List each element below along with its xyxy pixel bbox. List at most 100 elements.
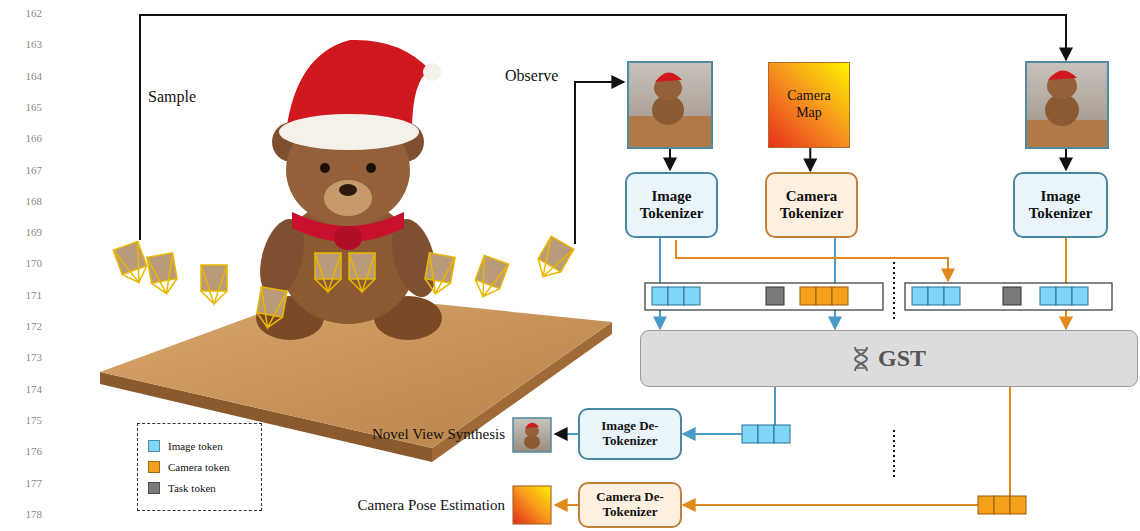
camera-map: Camera Map <box>768 62 850 148</box>
bear-eye <box>366 163 376 173</box>
camera-token <box>816 287 832 305</box>
image-hat <box>655 72 682 82</box>
line-number: 174 <box>12 383 42 395</box>
node-text: Image Tokenizer <box>1023 188 1098 223</box>
node-text: Image De-Tokenizer <box>588 419 672 449</box>
legend-entry: Task token <box>148 482 251 494</box>
camera-frustum <box>255 287 287 330</box>
line-number: 176 <box>12 445 42 457</box>
legend-text: Image token <box>168 440 223 452</box>
token-sequence <box>645 283 883 310</box>
node-text: GST <box>878 345 926 372</box>
image-bear <box>524 435 540 449</box>
bear-muzzle <box>324 180 372 216</box>
tokenizer-box: Image Tokenizer <box>1013 172 1108 238</box>
flow-connector <box>683 387 1010 505</box>
camera-token <box>1010 496 1026 514</box>
output-arrow <box>555 433 578 435</box>
hat-band <box>279 114 419 150</box>
observed-image <box>628 62 712 148</box>
image-token <box>758 425 774 443</box>
camera-token <box>800 287 816 305</box>
image-token <box>928 287 944 305</box>
tokenizer-box: Camera Tokenizer <box>765 172 858 238</box>
image-token <box>742 425 758 443</box>
image-token <box>1056 287 1072 305</box>
line-number: 170 <box>12 257 42 269</box>
line-number: 178 <box>12 508 42 520</box>
image-token <box>668 287 684 305</box>
legend-swatch <box>148 482 160 494</box>
model-block: GST <box>640 330 1138 387</box>
detokenizer-box: Image De-Tokenizer <box>578 408 682 460</box>
tokenizer-box: Image Tokenizer <box>625 172 718 238</box>
node-text: Camera Tokenizer <box>775 188 848 223</box>
image-hat <box>1048 70 1077 80</box>
line-number: 167 <box>12 164 42 176</box>
line-number: 168 <box>12 195 42 207</box>
image-token <box>1040 287 1056 305</box>
dna-strand <box>855 347 867 371</box>
synthesized-image <box>513 418 551 452</box>
hat-pompom <box>423 63 441 81</box>
image-token <box>912 287 928 305</box>
dna-icon <box>852 346 870 372</box>
line-number: 171 <box>12 289 42 301</box>
line-number: 165 <box>12 101 42 113</box>
line-number: 175 <box>12 414 42 426</box>
legend-swatch <box>148 461 160 473</box>
bear-nose <box>339 184 357 196</box>
image-token <box>774 425 790 443</box>
line-number: 163 <box>12 38 42 50</box>
camera-frustum <box>147 253 179 296</box>
camera-frustum <box>471 255 509 301</box>
line-number: 169 <box>12 226 42 238</box>
legend-text: Camera token <box>168 461 229 473</box>
task-label: Camera Pose Estimation <box>358 497 505 514</box>
detokenizer-box: Camera De-Tokenizer <box>578 482 682 528</box>
step-label: Sample <box>148 88 196 106</box>
target-image <box>1026 62 1108 148</box>
line-number: 172 <box>12 320 42 332</box>
line-number: 177 <box>12 477 42 489</box>
node-text: Camera Map <box>783 88 835 122</box>
image-hat <box>525 423 539 428</box>
line-number: 162 <box>12 7 42 19</box>
image-token <box>944 287 960 305</box>
camera-frustum <box>532 236 574 283</box>
flow-connector <box>809 148 811 171</box>
legend-entry: Camera token <box>148 461 251 473</box>
token-sequence <box>905 283 1112 310</box>
image-token <box>1072 287 1088 305</box>
camera-frustum <box>315 253 341 292</box>
task-token <box>1003 287 1021 305</box>
observe-arrow <box>575 82 624 244</box>
legend-entry: Image token <box>148 440 251 452</box>
camera-frustum <box>423 253 455 296</box>
camera-frustum <box>349 253 375 292</box>
node-text: Camera De-Tokenizer <box>588 490 672 520</box>
line-number: 166 <box>12 132 42 144</box>
separator <box>893 262 895 322</box>
task-label: Novel View Synthesis <box>372 426 505 443</box>
flow-arrow <box>669 149 671 170</box>
legend-text: Task token <box>168 482 216 494</box>
task-token <box>766 287 784 305</box>
legend-box: Image tokenCamera tokenTask token <box>137 423 262 511</box>
legend-swatch <box>148 440 160 452</box>
flow-arrow <box>676 240 948 281</box>
camera-token <box>832 287 848 305</box>
bear-eye <box>320 163 330 173</box>
dna-strand <box>855 347 867 371</box>
image-token <box>684 287 700 305</box>
scarf-knot <box>334 226 362 250</box>
camera-token <box>994 496 1010 514</box>
line-number: 164 <box>12 70 42 82</box>
output-arrow <box>555 504 578 506</box>
image-token <box>652 287 668 305</box>
node-text: Image Tokenizer <box>635 188 708 223</box>
separator <box>893 430 895 480</box>
step-label: Observe <box>505 67 558 85</box>
camera-token <box>978 496 994 514</box>
